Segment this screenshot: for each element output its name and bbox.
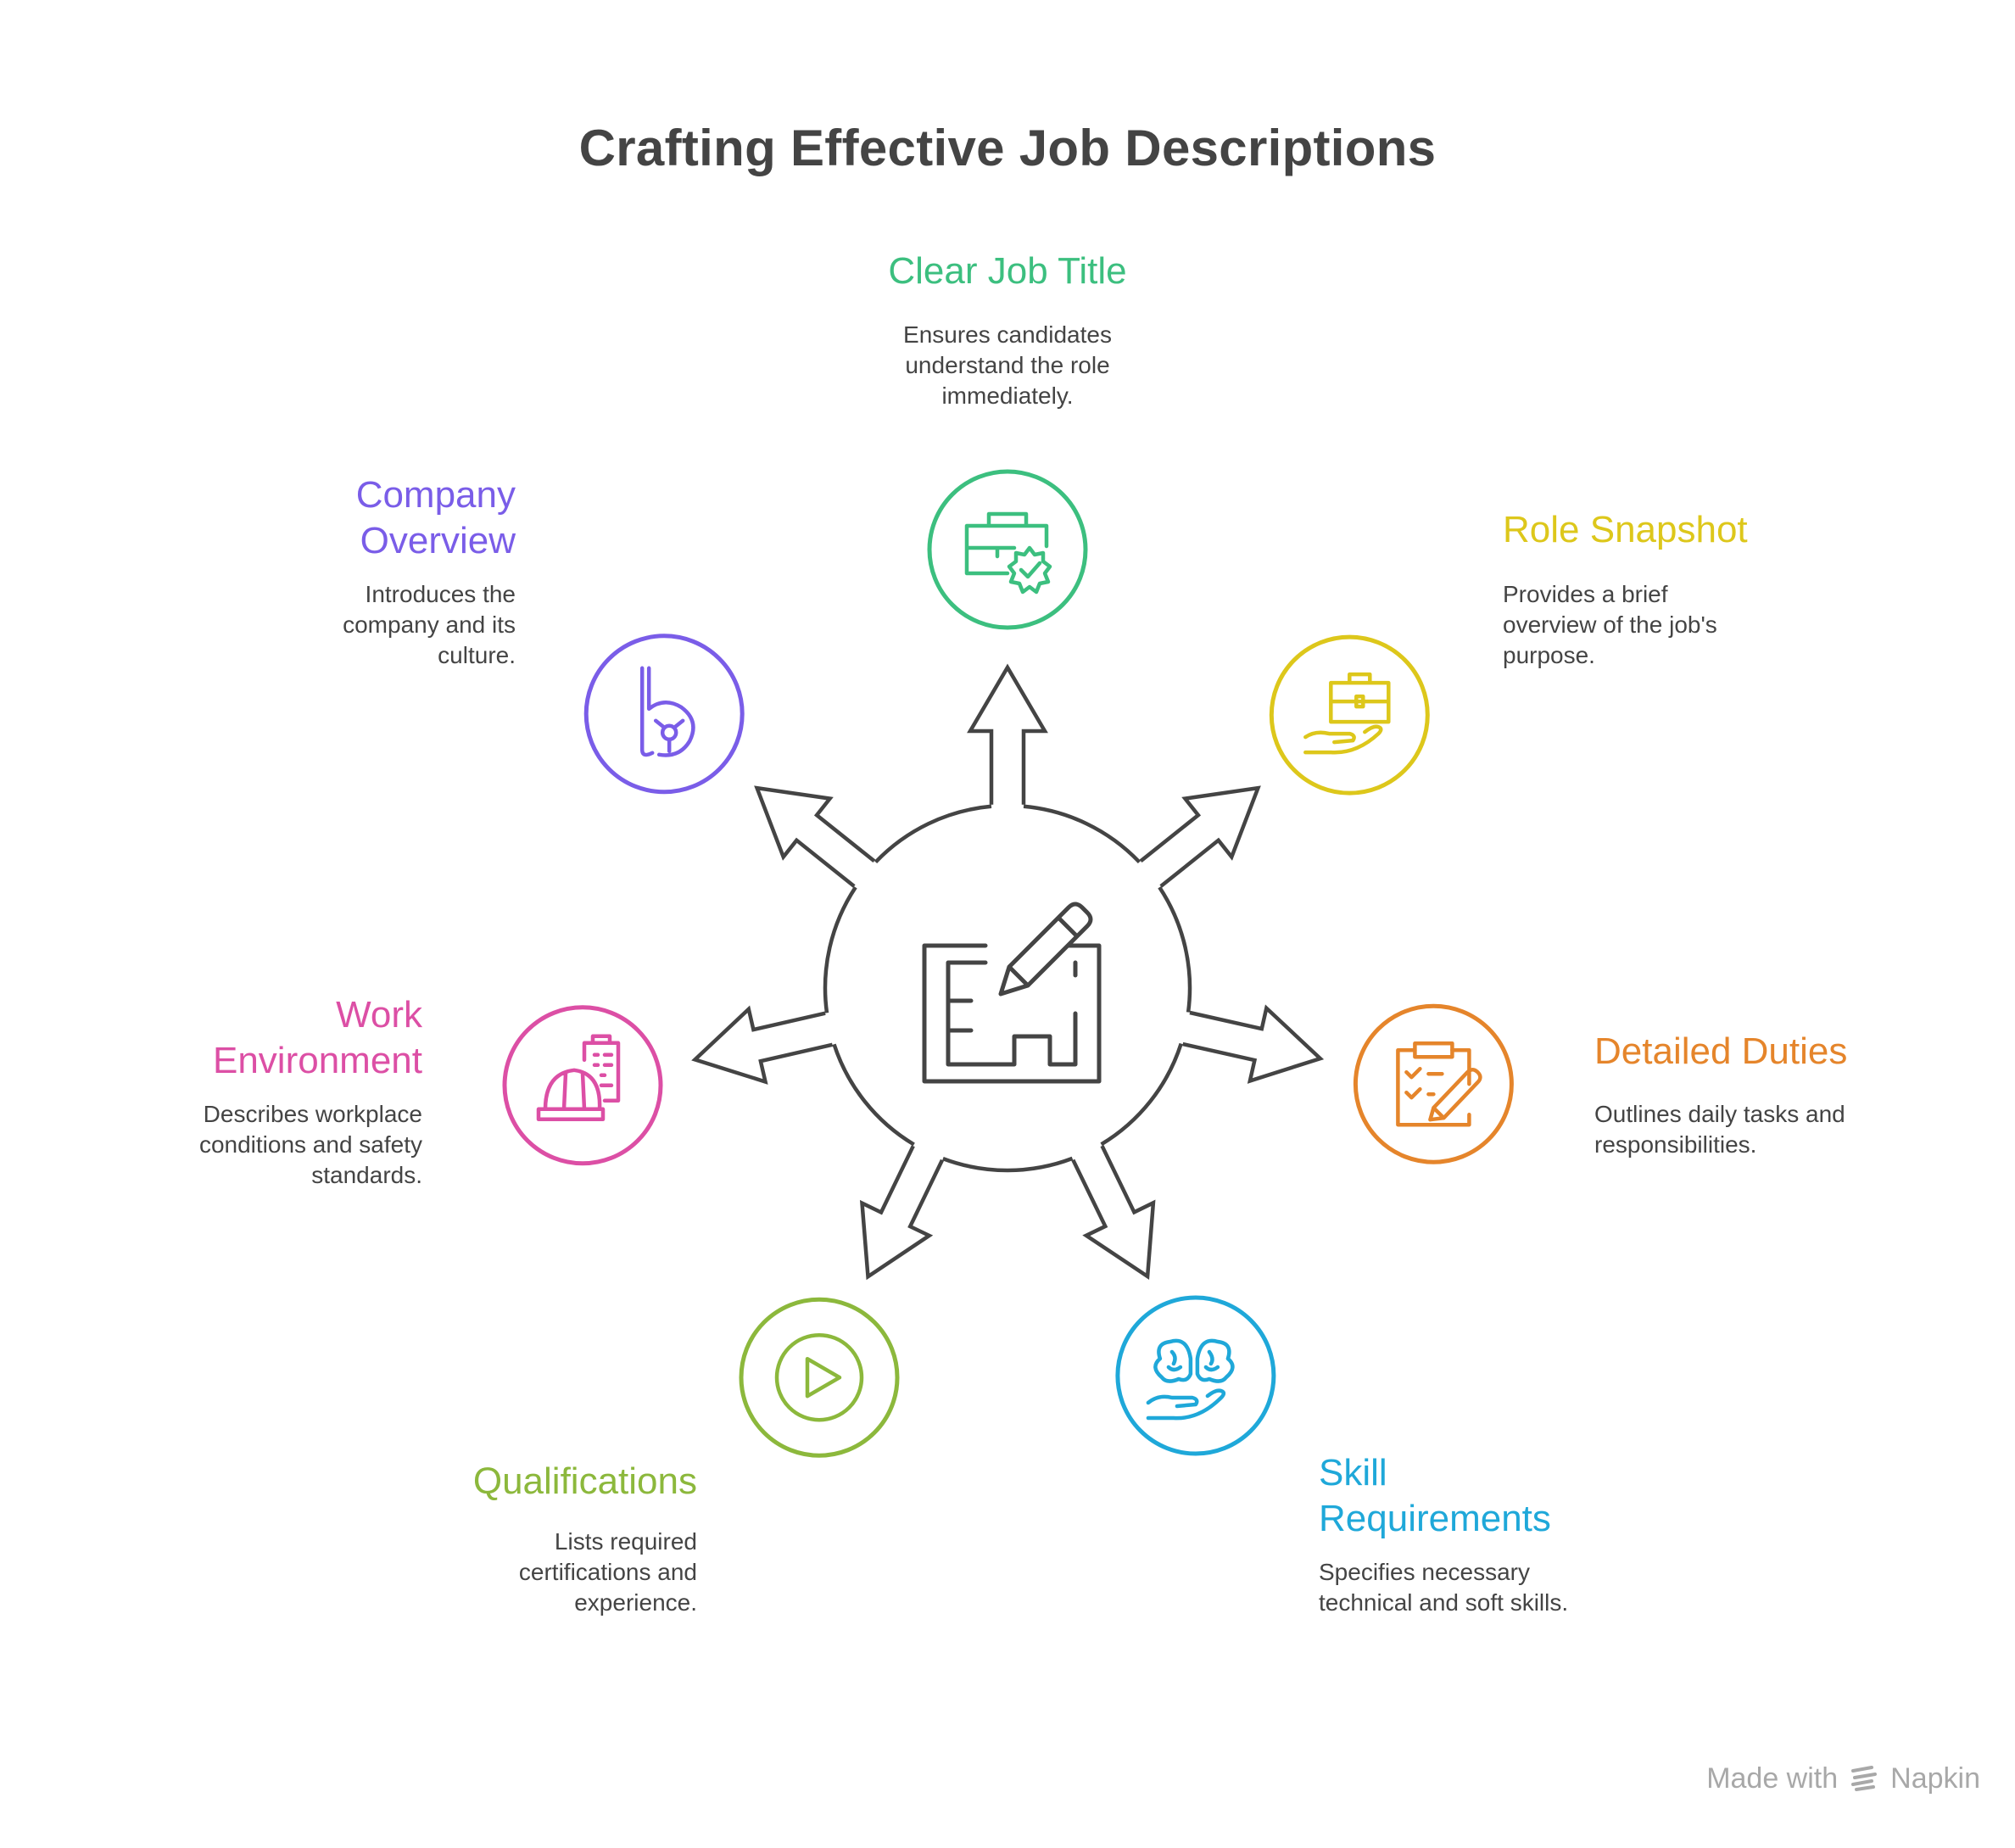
skill-requirements-circle [1115, 1295, 1276, 1456]
briefcase-badge-check-icon [964, 511, 1052, 595]
company-logo-icon [639, 666, 695, 757]
skill-requirements-heading: Skill Requirements [1319, 1452, 1551, 1539]
role-snapshot-node [1269, 634, 1430, 796]
hub-circle-arc [874, 804, 992, 864]
arrow-qualifications [859, 1145, 945, 1281]
detailed-duties-circle [1353, 1003, 1514, 1164]
work-environment-node [502, 1005, 663, 1166]
qualifications-heading: Qualifications [472, 1460, 697, 1502]
play-circle-icon [774, 1332, 864, 1422]
hub-circle-arc [832, 1043, 915, 1147]
qualifications-description: Lists required certifications and experi… [518, 1528, 697, 1616]
arrow-detailed-duties [1182, 1004, 1325, 1084]
role-snapshot-circle [1269, 634, 1430, 796]
qualifications-circle [739, 1297, 900, 1458]
qualifications-node [739, 1297, 900, 1458]
detailed-duties-heading: Detailed Duties [1594, 1030, 1848, 1072]
hand-briefcase-icon [1303, 672, 1391, 755]
clear-job-title-node [927, 469, 1088, 630]
hub-circle-arc [1158, 885, 1192, 1013]
arrow-clear-job-title [967, 663, 1048, 805]
company-overview-circle [583, 634, 745, 795]
clear-job-title-heading: Clear Job Title [888, 250, 1127, 292]
hub [823, 804, 1192, 1173]
role-snapshot-heading: Role Snapshot [1503, 509, 1748, 550]
item-circles [502, 469, 1514, 1458]
hub-circle-arc [1023, 804, 1141, 864]
arrows [691, 663, 1325, 1281]
role-snapshot-description: Provides a brief overview of the job's p… [1503, 581, 1717, 668]
clipboard-pencil-icon [1396, 1041, 1482, 1127]
blueprint-pencil-icon [922, 902, 1102, 1084]
hub-circle-arc [823, 885, 857, 1013]
footer-brand: Napkin [1890, 1761, 1980, 1795]
page-title: Crafting Effective Job Descriptions [578, 120, 1437, 176]
hub-circle-arc [942, 1156, 1074, 1173]
napkin-logo-icon [1851, 1766, 1878, 1791]
footer-attribution: Made with Napkin [1662, 1757, 1980, 1800]
footer-made-with: Made with [1706, 1761, 1839, 1795]
skill-requirements-description: Specifies necessary technical and soft s… [1319, 1559, 1569, 1616]
arrow-role-snapshot [1139, 785, 1261, 888]
company-overview-node [583, 634, 745, 795]
detailed-duties-description: Outlines daily tasks and responsibilitie… [1594, 1101, 1845, 1158]
arrow-work-environment [691, 1005, 834, 1085]
clear-job-title-description: Ensures candidates understand the role i… [903, 321, 1112, 409]
work-environment-heading: Work Environment [212, 994, 422, 1081]
arrow-company-overview [754, 785, 876, 888]
arrow-skill-requirements [1071, 1145, 1156, 1280]
hardhat-clipboard-icon [536, 1034, 621, 1122]
work-environment-description: Describes workplace conditions and safet… [198, 1101, 422, 1188]
hub-circle-arc [1100, 1042, 1183, 1147]
hand-brain-icon [1146, 1338, 1235, 1421]
skill-requirements-node [1115, 1295, 1276, 1456]
company-overview-heading: Company Overview [355, 474, 516, 561]
detailed-duties-node [1353, 1003, 1514, 1164]
company-overview-description: Introduces the company and its culture. [343, 581, 516, 668]
